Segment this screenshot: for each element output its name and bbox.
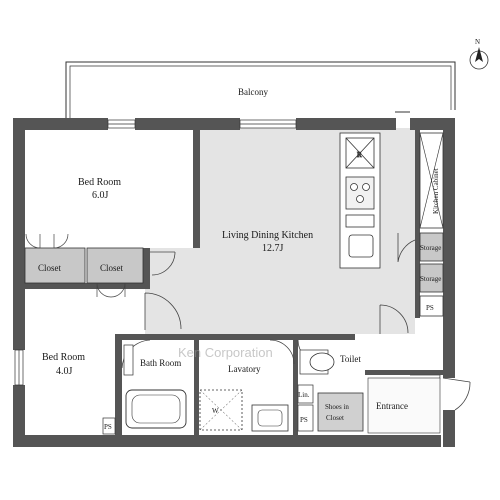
toilet-label: Toilet [340,354,361,364]
closets: Closet Closet [24,233,144,298]
entrance-label: Entrance [376,401,408,411]
interior-walls [25,130,443,435]
toilet: Toilet [299,349,361,375]
bedroom-2-name: Bed Room [42,352,85,363]
shoes-closet-label-line1: Shoes in [325,403,349,411]
watermark: Ken Corporation [178,345,273,360]
ldk-size: 12.7J [262,243,284,254]
balcony: Balcony [65,61,456,118]
storage-label-1: Storage [420,244,441,252]
ps-left-label: PS [104,423,112,431]
washer-label: W [212,407,219,415]
storage-units: Storage Storage PS [419,232,444,317]
ps-left: PS [102,417,116,435]
north-arrow: N [469,38,489,70]
fridge-label: R [357,151,362,159]
lavatory-label: Lavatory [228,364,261,374]
kitchen-cabinet-label: Kitchen Cabinet [432,168,440,214]
outer-walls [13,118,455,447]
bedroom-1-size: 6.0J [92,190,109,201]
north-label: N [475,38,480,46]
closet-label-1: Closet [38,263,62,273]
bath-room-label: Bath Room [140,358,181,368]
bedroom-1-name: Bed Room [78,177,121,188]
lin-label: Lin. [298,391,310,399]
ps-bottom-label: PS [300,416,308,424]
bath-room: Bath Room [123,344,187,429]
bedroom-2-size: 4.0J [56,366,73,377]
shoes-closet-label-line2: Closet [326,414,344,422]
entrance: Entrance [367,377,441,434]
ps-right-label: PS [426,304,434,312]
kitchen-counter: R [339,132,381,269]
windows [14,119,297,386]
closet-label-2: Closet [100,263,124,273]
storage-label-2: Storage [420,275,441,283]
ldk-name: Living Dining Kitchen [222,230,313,241]
kitchen-cabinet: Kitchen Cabinet [419,132,444,229]
lavatory: W Lavatory [199,364,289,432]
balcony-label: Balcony [238,87,268,97]
utility-closets: Lin. PS Shoes in Closet [297,384,364,432]
